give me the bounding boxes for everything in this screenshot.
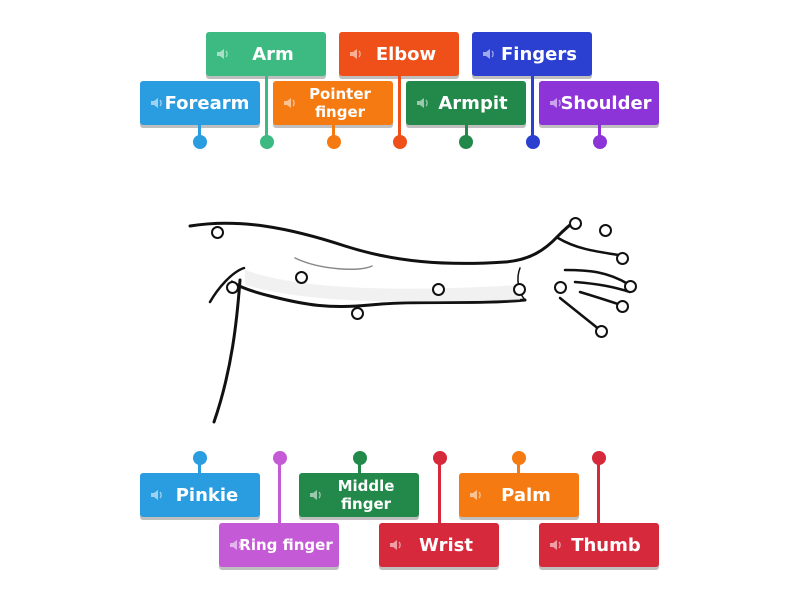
hotspot-8[interactable] xyxy=(569,217,582,230)
hotspot-6[interactable] xyxy=(513,283,526,296)
pin-stem-middle-finger xyxy=(358,462,361,474)
label-elbow[interactable]: Elbow xyxy=(339,32,459,76)
label-text: Arm xyxy=(252,43,294,65)
pin-stem-pinkie xyxy=(198,462,201,474)
pin-stem-armpit xyxy=(465,125,468,137)
label-text: Forearm xyxy=(164,92,250,114)
speaker-icon[interactable] xyxy=(216,47,230,61)
pin-stem-pointer-finger xyxy=(332,125,335,137)
pin-stem-thumb xyxy=(597,462,600,524)
pin-stem-arm xyxy=(265,76,268,137)
label-fingers[interactable]: Fingers xyxy=(472,32,592,76)
speaker-icon[interactable] xyxy=(309,488,323,502)
pin-handle-shoulder[interactable] xyxy=(593,135,607,149)
hotspot-1[interactable] xyxy=(211,226,224,239)
label-ring-finger[interactable]: Ring finger xyxy=(219,523,339,567)
label-thumb[interactable]: Thumb xyxy=(539,523,659,567)
speaker-icon[interactable] xyxy=(229,538,243,552)
label-wrist[interactable]: Wrist xyxy=(379,523,499,567)
label-text: Fingers xyxy=(501,43,577,65)
label-text: Middle finger xyxy=(337,477,395,513)
label-text: Thumb xyxy=(571,534,641,556)
label-text: Ring finger xyxy=(239,536,333,554)
hotspot-11[interactable] xyxy=(624,280,637,293)
speaker-icon[interactable] xyxy=(482,47,496,61)
speaker-icon[interactable] xyxy=(469,488,483,502)
speaker-icon[interactable] xyxy=(549,538,563,552)
pin-stem-ring-finger xyxy=(278,462,281,524)
label-text: Pinkie xyxy=(175,484,239,506)
label-text: Pointer finger xyxy=(309,85,371,121)
pin-stem-wrist xyxy=(438,462,441,524)
label-text: Wrist xyxy=(419,534,473,556)
speaker-icon[interactable] xyxy=(150,488,164,502)
hotspot-5[interactable] xyxy=(432,283,445,296)
speaker-icon[interactable] xyxy=(150,96,164,110)
label-palm[interactable]: Palm xyxy=(459,473,579,517)
label-text: Palm xyxy=(501,484,551,506)
pin-handle-forearm[interactable] xyxy=(193,135,207,149)
pin-handle-thumb[interactable] xyxy=(592,451,606,465)
pin-handle-wrist[interactable] xyxy=(433,451,447,465)
pin-handle-middle-finger[interactable] xyxy=(353,451,367,465)
label-pointer-finger[interactable]: Pointer finger xyxy=(273,81,393,125)
label-middle-finger[interactable]: Middle finger xyxy=(299,473,419,517)
hotspot-13[interactable] xyxy=(595,325,608,338)
label-armpit[interactable]: Armpit xyxy=(406,81,526,125)
speaker-icon[interactable] xyxy=(416,96,430,110)
hotspot-10[interactable] xyxy=(616,252,629,265)
label-shoulder[interactable]: Shoulder xyxy=(539,81,659,125)
hotspot-2[interactable] xyxy=(226,281,239,294)
pin-stem-fingers xyxy=(531,76,534,137)
pin-handle-pinkie[interactable] xyxy=(193,451,207,465)
pin-stem-forearm xyxy=(198,125,201,137)
label-text: Shoulder xyxy=(560,92,652,114)
hotspot-4[interactable] xyxy=(351,307,364,320)
label-text: Elbow xyxy=(375,43,437,65)
pin-stem-elbow xyxy=(398,76,401,137)
pin-handle-armpit[interactable] xyxy=(459,135,473,149)
label-forearm[interactable]: Forearm xyxy=(140,81,260,125)
pin-stem-shoulder xyxy=(598,125,601,137)
pin-handle-elbow[interactable] xyxy=(393,135,407,149)
label-pinkie[interactable]: Pinkie xyxy=(140,473,260,517)
speaker-icon[interactable] xyxy=(389,538,403,552)
label-text: Armpit xyxy=(438,92,508,114)
pin-handle-arm[interactable] xyxy=(260,135,274,149)
pin-handle-pointer-finger[interactable] xyxy=(327,135,341,149)
speaker-icon[interactable] xyxy=(349,47,363,61)
pin-handle-ring-finger[interactable] xyxy=(273,451,287,465)
label-arm[interactable]: Arm xyxy=(206,32,326,76)
speaker-icon[interactable] xyxy=(549,96,563,110)
pin-handle-palm[interactable] xyxy=(512,451,526,465)
hotspot-7[interactable] xyxy=(554,281,567,294)
pin-handle-fingers[interactable] xyxy=(526,135,540,149)
hotspot-9[interactable] xyxy=(599,224,612,237)
hotspot-12[interactable] xyxy=(616,300,629,313)
pin-stem-palm xyxy=(517,462,520,474)
speaker-icon[interactable] xyxy=(283,96,297,110)
hotspot-3[interactable] xyxy=(295,271,308,284)
